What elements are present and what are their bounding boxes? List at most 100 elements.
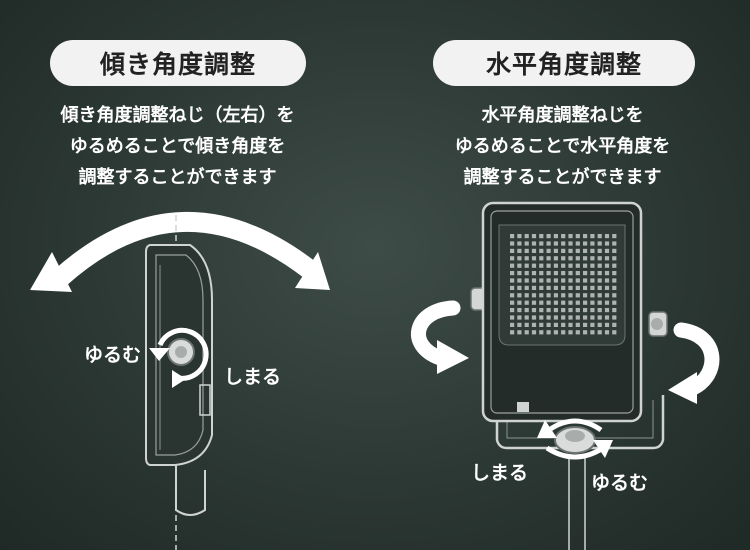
- led-dot: [561, 285, 566, 290]
- led-dot: [561, 308, 566, 313]
- floodlight-side-illustration: [30, 212, 330, 550]
- led-dot: [531, 263, 537, 268]
- led-dot: [604, 263, 610, 268]
- led-dot: [604, 300, 610, 305]
- led-dot: [524, 256, 529, 261]
- led-dot: [531, 315, 537, 320]
- rotate-arrow-icon: [411, 300, 469, 374]
- led-dot: [546, 322, 551, 327]
- led-dot: [561, 278, 566, 283]
- rotate-arrow-icon: [149, 327, 209, 388]
- led-dot: [561, 322, 566, 327]
- led-dot: [510, 271, 515, 276]
- led-dot: [597, 234, 602, 239]
- led-dot: [597, 241, 602, 246]
- arc-arrow-icon: [30, 212, 330, 292]
- led-dot: [604, 234, 610, 239]
- led-dot: [517, 308, 522, 313]
- led-dot: [612, 263, 617, 268]
- led-dot: [553, 300, 558, 305]
- led-dot: [510, 278, 515, 283]
- led-dot: [604, 293, 610, 298]
- tilt-title: 傾き角度調整: [50, 40, 306, 86]
- led-dot: [553, 315, 558, 320]
- led-dot: [553, 271, 558, 276]
- led-dot: [510, 234, 515, 239]
- horizontal-adjustment-panel: 水平角度調整 水平角度調整ねじを ゆるめることで水平角度を 調整することができま…: [375, 0, 750, 550]
- led-dot: [590, 271, 595, 276]
- led-dot: [517, 234, 522, 239]
- led-dot: [510, 322, 515, 327]
- led-dot: [546, 234, 551, 239]
- led-dot: [568, 263, 573, 268]
- led-dot: [568, 278, 573, 283]
- led-dot: [590, 308, 595, 313]
- led-dot: [553, 308, 558, 313]
- led-dot: [531, 293, 537, 298]
- led-dot: [612, 256, 617, 261]
- led-dot: [583, 308, 588, 313]
- led-dot: [568, 241, 573, 246]
- led-dot: [510, 248, 515, 253]
- tighten-label: しまる: [471, 462, 529, 484]
- floodlight-front-illustration: [411, 201, 720, 550]
- led-dot: [612, 300, 617, 305]
- led-dot: [568, 315, 573, 320]
- led-dot: [546, 248, 551, 253]
- led-dot: [575, 322, 580, 327]
- led-dot: [575, 308, 580, 313]
- led-dot: [612, 241, 617, 246]
- led-dot: [553, 330, 558, 335]
- led-dot: [510, 256, 515, 261]
- led-dot: [539, 285, 544, 290]
- led-dot: [524, 322, 529, 327]
- led-dot: [597, 285, 602, 290]
- led-dot: [590, 322, 595, 327]
- led-dot: [561, 248, 566, 253]
- led-dot: [531, 278, 537, 283]
- led-dot: [510, 330, 515, 335]
- led-dot: [546, 293, 551, 298]
- led-dot: [597, 248, 602, 253]
- led-dot: [597, 271, 602, 276]
- led-dot: [517, 322, 522, 327]
- led-dot: [575, 271, 580, 276]
- led-dot: [568, 285, 573, 290]
- led-dot: [612, 322, 617, 327]
- led-dot: [517, 241, 522, 246]
- led-dot: [575, 256, 580, 261]
- led-dot: [553, 241, 558, 246]
- led-dot: [568, 234, 573, 239]
- led-dot: [568, 293, 573, 298]
- led-dot: [604, 308, 610, 313]
- led-dot: [597, 315, 602, 320]
- led-dot: [583, 256, 588, 261]
- led-dot: [604, 315, 610, 320]
- led-dot: [612, 285, 617, 290]
- led-dot: [583, 241, 588, 246]
- horizontal-description: 水平角度調整ねじを ゆるめることで水平角度を 調整することができます: [454, 105, 671, 188]
- led-dot: [583, 322, 588, 327]
- led-array: [510, 234, 617, 335]
- led-dot: [561, 234, 566, 239]
- led-dot: [612, 293, 617, 298]
- led-dot: [583, 278, 588, 283]
- led-dot: [539, 315, 544, 320]
- led-dot: [604, 285, 610, 290]
- led-dot: [510, 300, 515, 305]
- led-dot: [539, 330, 544, 335]
- led-dot: [590, 248, 595, 253]
- led-dot: [531, 322, 537, 327]
- led-dot: [590, 285, 595, 290]
- led-dot: [568, 256, 573, 261]
- led-dot: [561, 256, 566, 261]
- led-dot: [575, 241, 580, 246]
- led-dot: [553, 285, 558, 290]
- led-dot: [531, 234, 537, 239]
- led-dot: [597, 330, 602, 335]
- led-dot: [546, 300, 551, 305]
- tilt-adjustment-panel: 傾き角度調整 傾き角度調整ねじ（左右）を ゆるめることで傾き角度を 調整すること…: [30, 40, 330, 550]
- led-dot: [597, 300, 602, 305]
- led-dot: [583, 293, 588, 298]
- led-dot: [575, 263, 580, 268]
